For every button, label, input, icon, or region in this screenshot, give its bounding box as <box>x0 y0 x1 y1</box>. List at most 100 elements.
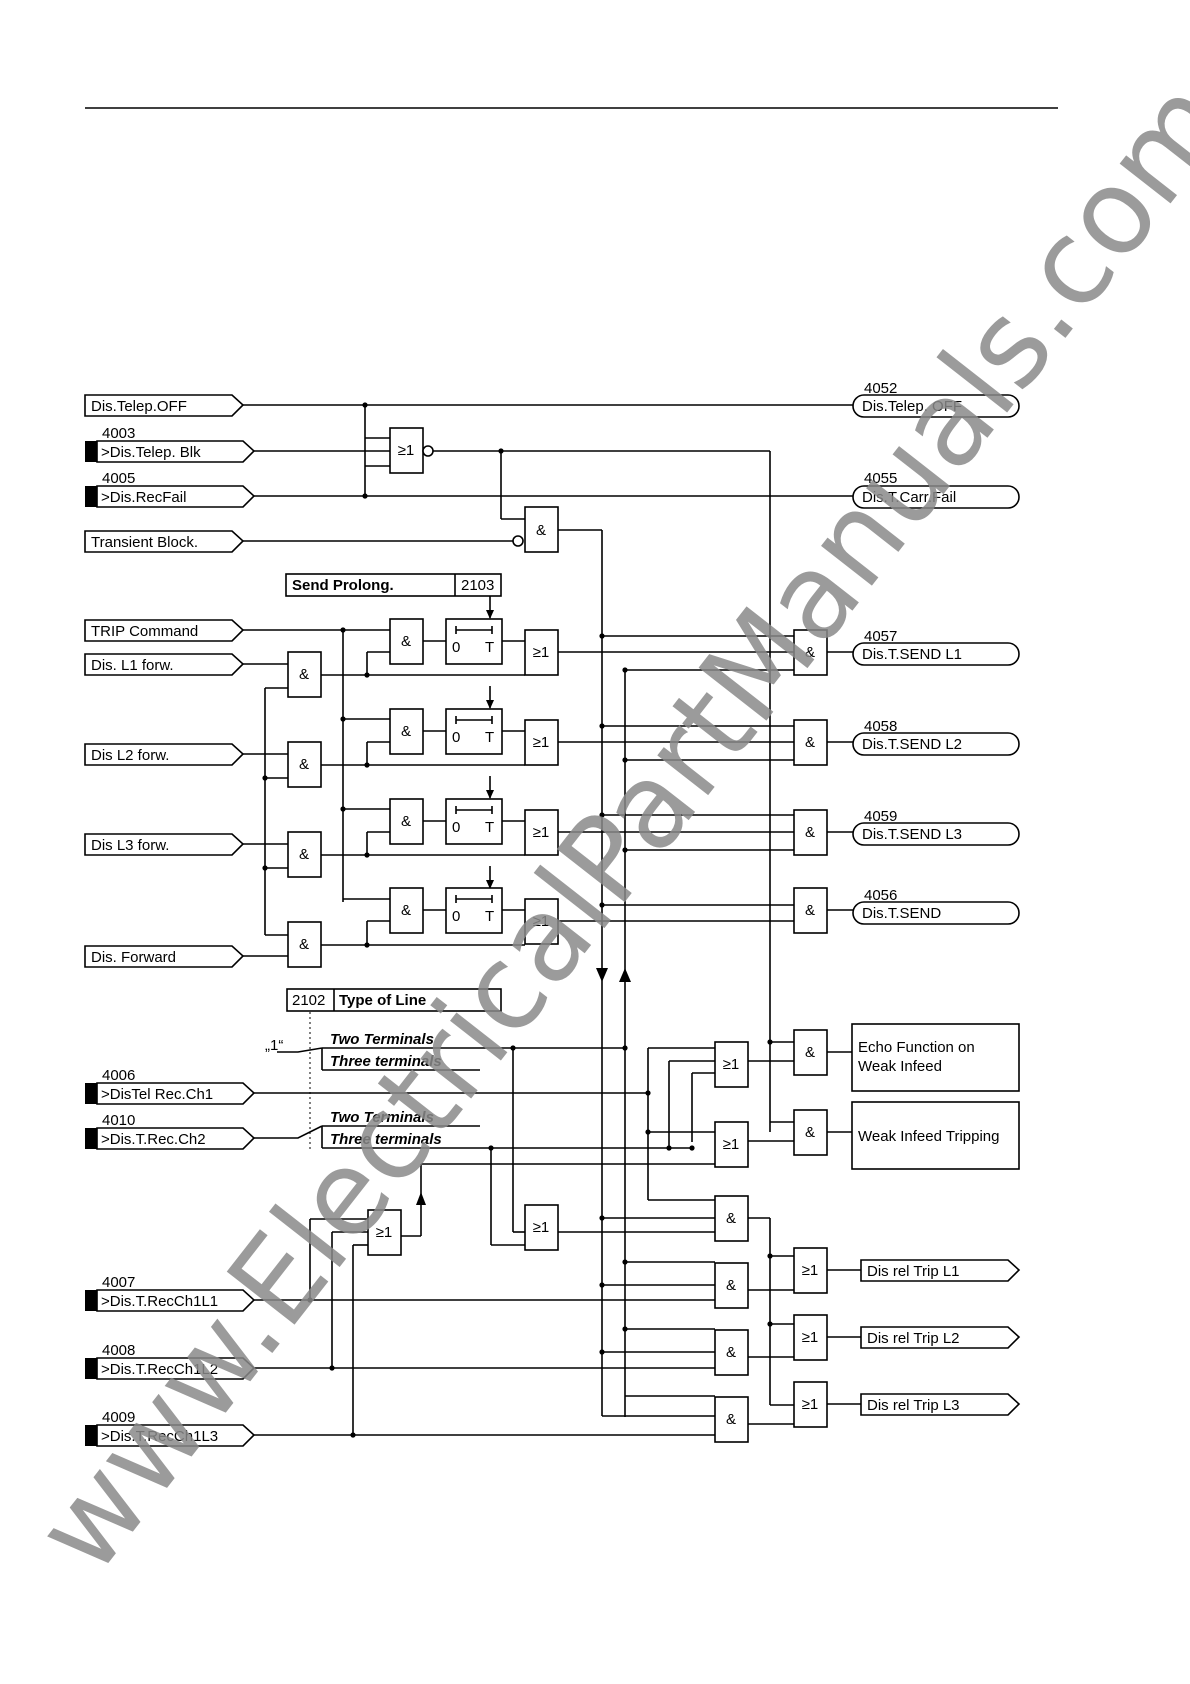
output-send-l1-num: 4057 <box>864 628 897 645</box>
or-gate-reltrip-l1-symbol: ≥1 <box>802 1262 819 1279</box>
and-gate-trip-l2-symbol: & <box>401 723 411 740</box>
input-telep-off-label: Dis.Telep.OFF <box>91 398 187 415</box>
or-gate-rec: ≥1 <box>524 1204 559 1251</box>
or-gate-rec-symbol: ≥1 <box>533 1219 550 1236</box>
input-rec-ch2-num: 4010 <box>102 1112 135 1129</box>
and-gate-reltrip-a-symbol: & <box>726 1210 736 1227</box>
and-gate-echo: & <box>793 1029 828 1076</box>
and-gate-weak-symbol: & <box>805 1124 815 1141</box>
and-gate-out-l3-symbol: & <box>805 824 815 841</box>
switch-options-2: Two Terminals Three terminals <box>254 1109 480 1149</box>
gates: ≥1 & & & & & & <box>287 427 828 1443</box>
output-send-l3-num: 4059 <box>864 808 897 825</box>
or-gate-send-l1: ≥1 <box>524 629 559 676</box>
switch1-one-label: „1“ <box>265 1037 283 1054</box>
output-send-l1-label: Dis.T.SEND L1 <box>862 646 962 663</box>
and-gate-out-any-symbol: & <box>805 902 815 919</box>
and-gate-trip-any: & <box>389 887 424 934</box>
or-gate-reltrip-l1: ≥1 <box>793 1247 828 1294</box>
or-gate-send-l2-symbol: ≥1 <box>533 734 550 751</box>
or-gate-block-symbol: ≥1 <box>398 442 415 459</box>
junction-dots <box>262 402 773 1438</box>
and-gate-echo-symbol: & <box>805 1044 815 1061</box>
output-send-l2-num: 4058 <box>864 718 897 735</box>
output-send-l3-label: Dis.T.SEND L3 <box>862 826 962 843</box>
and-gate-reltrip-l3: & <box>714 1396 749 1443</box>
input-l2-forw-label: Dis L2 forw. <box>91 747 169 764</box>
output-telep-off: 4052 Dis.Telep. OFF <box>852 380 1020 418</box>
input-telep-blk-label: >Dis.Telep. Blk <box>101 444 201 461</box>
output-carr-fail-num: 4055 <box>864 470 897 487</box>
timer-l3-zero: 0 <box>452 819 460 836</box>
input-rec-ch1l3-label: >Dis.T.RecCh1L3 <box>101 1428 218 1445</box>
input-trip-command: TRIP Command <box>84 619 245 642</box>
or-gate-reltrip-l3: ≥1 <box>793 1381 828 1428</box>
input-telep-blk: 4003 >Dis.Telep. Blk <box>85 425 256 463</box>
or-gate-ch1-phases-symbol: ≥1 <box>376 1224 393 1241</box>
output-telep-off-label: Dis.Telep. OFF <box>862 398 962 415</box>
output-send-l2: 4058 Dis.T.SEND L2 <box>852 718 1020 756</box>
and-gate-out-l1: & <box>793 629 828 676</box>
output-echo-line1: Echo Function on <box>858 1039 975 1056</box>
input-rec-ch2: 4010 >Dis.T.Rec.Ch2 <box>85 1112 256 1150</box>
output-rel-trip-l2-label: Dis rel Trip L2 <box>867 1330 960 1347</box>
and-gate-forw-any-symbol: & <box>299 936 309 953</box>
input-rec-ch1l1-num: 4007 <box>102 1274 135 1291</box>
and-gate-trip-l1: & <box>389 618 424 665</box>
output-rel-trip-l1: Dis rel Trip L1 <box>860 1259 1021 1282</box>
input-rec-ch1l2-num: 4008 <box>102 1342 135 1359</box>
input-telep-blk-num: 4003 <box>102 425 135 442</box>
input-rec-ch2-label: >Dis.T.Rec.Ch2 <box>101 1131 206 1148</box>
output-echo-line2: Weak Infeed <box>858 1058 942 1075</box>
switch-options-1: Two Terminals Three terminals „1“ <box>265 1012 511 1150</box>
param-send-prolong: Send Prolong. 2103 <box>285 573 502 597</box>
input-forward-label: Dis. Forward <box>91 949 176 966</box>
switch1-two-terminals: Two Terminals <box>330 1031 434 1048</box>
or-gate-send-any-symbol: ≥1 <box>533 913 550 930</box>
and-gate-forw-l2: & <box>287 741 322 788</box>
and-gate-trip-l3-symbol: & <box>401 813 411 830</box>
or-gate-send-l3-symbol: ≥1 <box>533 824 550 841</box>
and-gate-forw-any: & <box>287 921 322 968</box>
or-gate-send-l3: ≥1 <box>524 809 559 856</box>
timer-any-zero: 0 <box>452 908 460 925</box>
or-gate-send-l2: ≥1 <box>524 719 559 766</box>
input-rec-ch1-label: >DisTel Rec.Ch1 <box>101 1086 213 1103</box>
timer-any-t: T <box>485 908 494 925</box>
timer-l1: 0 T <box>445 618 503 665</box>
and-gate-forw-l1: & <box>287 651 322 698</box>
and-gate-reltrip-l3-symbol: & <box>726 1411 736 1428</box>
param-type-of-line: 2102 Type of Line <box>286 988 502 1012</box>
or-gate-block: ≥1 <box>389 427 434 474</box>
output-rel-trip-l2: Dis rel Trip L2 <box>860 1326 1021 1349</box>
or-gate-send-any: ≥1 <box>524 898 559 945</box>
input-rec-ch1l2-label: >Dis.T.RecCh1L2 <box>101 1361 218 1378</box>
and-gate-trip-l1-symbol: & <box>401 633 411 650</box>
timer-any: 0 T <box>445 887 503 934</box>
input-rec-ch1l1-label: >Dis.T.RecCh1L1 <box>101 1293 218 1310</box>
and-gate-out-l3: & <box>793 809 828 856</box>
and-gate-out-any: & <box>793 887 828 934</box>
output-send-l2-label: Dis.T.SEND L2 <box>862 736 962 753</box>
param-type-of-line-label: Type of Line <box>339 992 426 1009</box>
input-trip-command-label: TRIP Command <box>91 623 198 640</box>
and-gate-forw-l2-symbol: & <box>299 756 309 773</box>
output-carr-fail-label: Dis.T.Carr.Fail <box>862 489 956 506</box>
input-telep-off: Dis.Telep.OFF <box>84 394 245 417</box>
timer-l2-t: T <box>485 729 494 746</box>
and-gate-out-l1-symbol: & <box>805 644 815 661</box>
and-gate-forw-l1-symbol: & <box>299 666 309 683</box>
param-type-of-line-addr: 2102 <box>292 992 325 1009</box>
output-weak-infeed-trip: Weak Infeed Tripping <box>851 1101 1020 1170</box>
input-rec-ch1: 4006 >DisTel Rec.Ch1 <box>85 1067 256 1105</box>
switch2-two-terminals: Two Terminals <box>330 1109 434 1126</box>
output-echo-function: Echo Function on Weak Infeed <box>851 1023 1020 1092</box>
or-gate-weak: ≥1 <box>714 1121 749 1168</box>
and-gate-transient: & <box>512 506 559 553</box>
or-gate-echo-symbol: ≥1 <box>723 1056 740 1073</box>
and-gate-reltrip-l2: & <box>714 1329 749 1376</box>
output-send-num: 4056 <box>864 887 897 904</box>
switch2-three-terminals: Three terminals <box>330 1131 442 1148</box>
and-gate-trip-any-symbol: & <box>401 902 411 919</box>
timer-l1-t: T <box>485 639 494 656</box>
